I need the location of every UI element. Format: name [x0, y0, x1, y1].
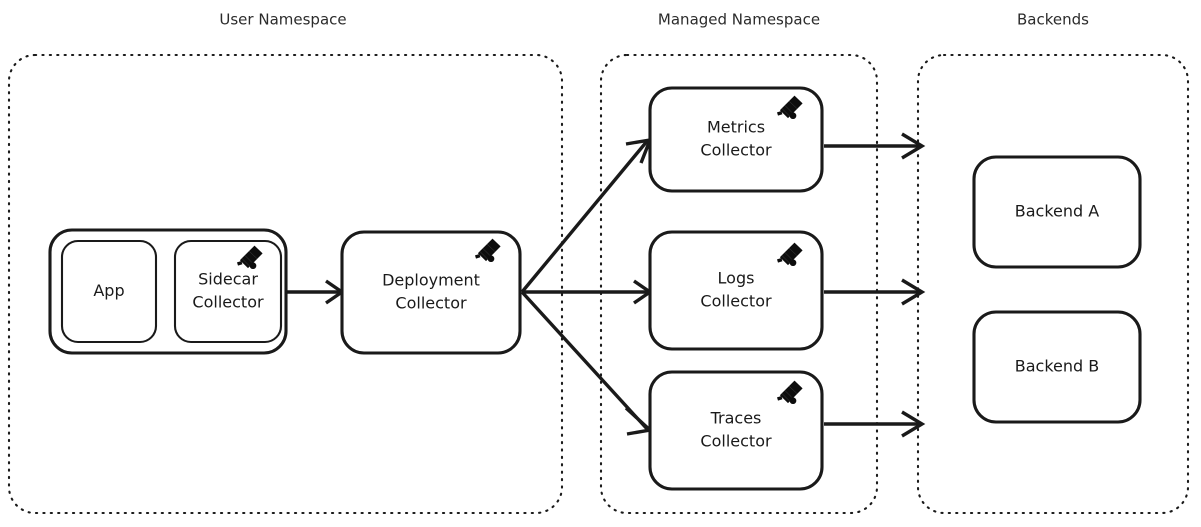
node-label-metrics-collector: Collector [700, 141, 772, 160]
node-label-logs-collector: Logs [718, 269, 755, 288]
group-boundary-user-namespace [7, 53, 564, 515]
group-titles: User Namespace Managed Namespace Backends [219, 11, 1089, 29]
group-boundary-managed-namespace [599, 53, 879, 515]
nodes-layer: AppSidecarCollectorDeploymentCollectorMe… [48, 86, 1142, 491]
group-boundary-backends [916, 53, 1190, 515]
arrow-metrics-backends [901, 132, 926, 160]
group-boxes [7, 53, 1190, 515]
node-app[interactable]: App [60, 239, 158, 344]
arrow-deployment-traces [624, 406, 654, 436]
node-shape-backend-a[interactable] [972, 155, 1142, 269]
node-shape-app[interactable] [60, 239, 158, 344]
node-backend-b[interactable]: Backend B [972, 310, 1142, 424]
node-shape-traces-collector[interactable] [648, 370, 824, 491]
node-backend-a[interactable]: Backend A [972, 155, 1142, 269]
arrow-traces-backends [901, 410, 926, 438]
edge-deployment-to-metrics [520, 138, 650, 294]
node-label-sidecar-collector: Sidecar [198, 270, 258, 289]
node-label-backend-b: Backend B [1015, 357, 1099, 376]
group-title-user-namespace: User Namespace [219, 11, 346, 29]
arrow-logs-backends [901, 278, 926, 306]
node-label-traces-collector: Traces [710, 409, 762, 428]
node-label-traces-collector: Collector [700, 432, 772, 451]
node-label-deployment-collector: Deployment [382, 271, 480, 290]
edges-layer [157, 138, 920, 432]
node-label-app: App [93, 281, 124, 300]
node-label-logs-collector: Collector [700, 292, 772, 311]
node-label-deployment-collector: Collector [395, 294, 467, 313]
node-label-backend-a: Backend A [1015, 202, 1100, 221]
group-title-managed-namespace: Managed Namespace [658, 11, 820, 29]
node-shape-sidecar-collector[interactable] [173, 239, 283, 344]
node-shape-deployment-collector[interactable] [340, 230, 522, 355]
node-label-sidecar-collector: Collector [192, 293, 264, 312]
group-title-backends: Backends [1017, 11, 1089, 29]
node-shape-backend-b[interactable] [972, 310, 1142, 424]
node-label-metrics-collector: Metrics [707, 118, 765, 137]
